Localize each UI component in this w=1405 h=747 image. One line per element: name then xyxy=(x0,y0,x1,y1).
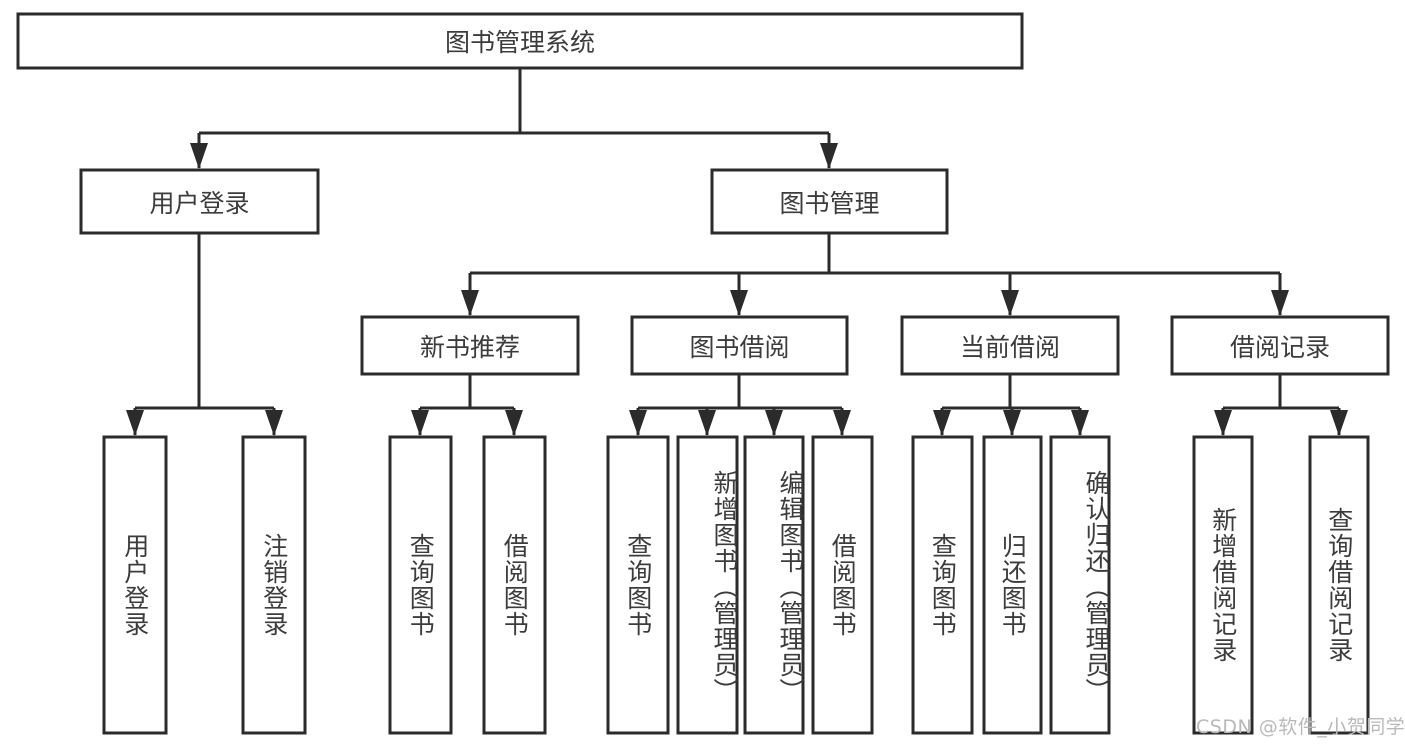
arrow-head-icon xyxy=(1271,290,1289,316)
node-leaf-query-book-2[interactable] xyxy=(606,435,670,735)
node-current-borrow[interactable] xyxy=(900,315,1120,376)
arrow-head-icon xyxy=(629,410,647,436)
arrow-head-icon xyxy=(1003,410,1021,436)
node-borrow-record[interactable] xyxy=(1170,315,1390,376)
arrow-head-icon xyxy=(1330,410,1348,436)
arrow-head-icon xyxy=(820,143,838,169)
node-leaf-query-book-3[interactable] xyxy=(911,435,974,735)
arrow-head-icon xyxy=(265,410,283,436)
arrow-head-icon xyxy=(730,290,748,316)
node-leaf-user-login[interactable] xyxy=(102,435,168,735)
arrow-head-icon xyxy=(933,410,951,436)
node-book-manage[interactable] xyxy=(710,168,949,235)
arrow-head-icon xyxy=(698,410,716,436)
node-new-book-rec[interactable] xyxy=(360,315,580,376)
node-user-login[interactable] xyxy=(79,168,320,235)
arrow-head-icon xyxy=(1071,410,1089,436)
node-leaf-borrow-book-2[interactable] xyxy=(811,435,874,735)
node-root[interactable] xyxy=(16,12,1024,70)
node-leaf-confirm-return[interactable] xyxy=(1049,435,1111,735)
node-leaf-return-book[interactable] xyxy=(982,435,1043,735)
node-leaf-add-book[interactable] xyxy=(676,435,739,735)
node-leaf-query-record[interactable] xyxy=(1308,435,1370,735)
arrow-head-icon xyxy=(1214,410,1232,436)
arrow-head-icon xyxy=(411,410,429,436)
node-leaf-add-record[interactable] xyxy=(1192,435,1254,735)
arrow-head-icon xyxy=(461,290,479,316)
arrow-head-icon xyxy=(190,143,208,169)
arrow-head-icon xyxy=(833,410,851,436)
arrow-head-icon xyxy=(765,410,783,436)
node-leaf-query-book-1[interactable] xyxy=(388,435,453,735)
connector-layer xyxy=(126,68,1348,436)
arrow-head-icon xyxy=(126,410,144,436)
node-leaf-borrow-book-1[interactable] xyxy=(482,435,547,735)
watermark: CSDN @软件_小贺同学 xyxy=(1196,716,1405,738)
node-book-borrow[interactable] xyxy=(630,315,849,376)
arrow-head-icon xyxy=(1001,290,1019,316)
node-leaf-logout[interactable] xyxy=(241,435,307,735)
box-layer xyxy=(16,12,1390,735)
arrow-head-icon xyxy=(505,410,523,436)
node-leaf-edit-book[interactable] xyxy=(743,435,805,735)
